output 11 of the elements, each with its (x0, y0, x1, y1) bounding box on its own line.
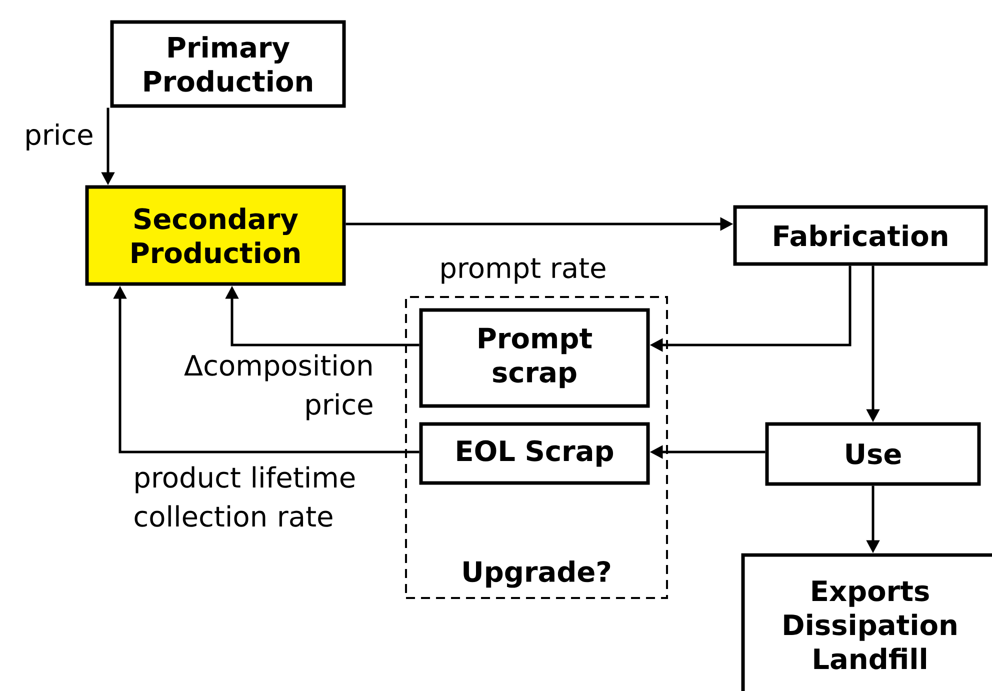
process-box: Exports Dissipation Landfill (741, 553, 992, 691)
annotation-label: prompt rate (442, 258, 606, 284)
process-box: Secondary Production (85, 185, 346, 286)
process-box: Use (765, 422, 981, 486)
process-box: Prompt scrap (419, 308, 650, 408)
process-box: Primary Production (110, 20, 346, 108)
process-box: Fabrication (733, 205, 988, 266)
edge-label: product lifetime collection rate (134, 466, 355, 527)
edge-label: Δcomposition price (184, 354, 372, 420)
edge-label: price (26, 123, 92, 151)
process-box: EOL Scrap (419, 422, 650, 485)
